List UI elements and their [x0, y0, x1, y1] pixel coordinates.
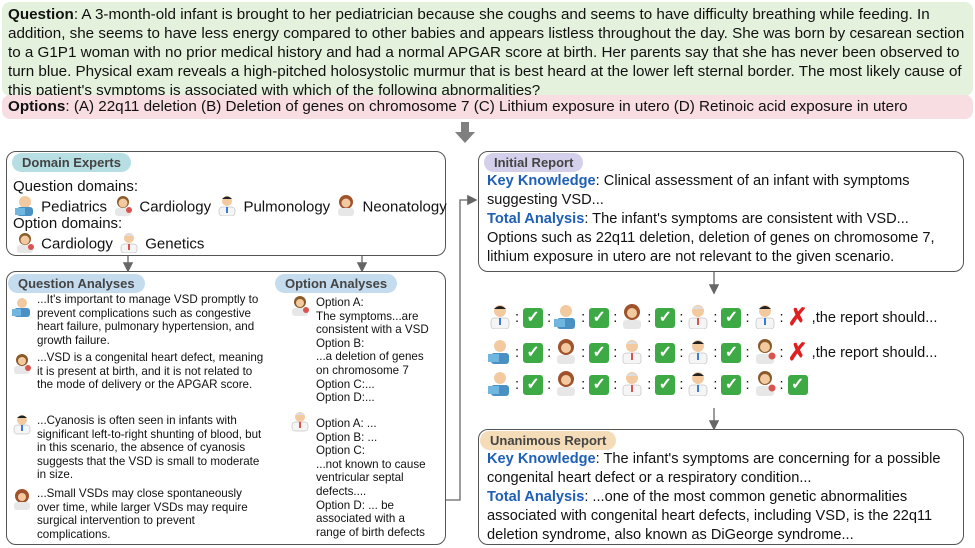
oa1-line: Option B: — [316, 337, 446, 351]
domain-experts-tag: Domain Experts — [12, 153, 131, 172]
question-analysis-4: ...Small VSDs may close spontaneously ov… — [37, 487, 267, 541]
check-icon: ✓ — [589, 308, 609, 328]
genetics-expert-icon — [289, 410, 311, 432]
unanimous-report-text: Key Knowledge: The infant's symptoms are… — [487, 450, 957, 545]
oa1-line: The symptoms...are — [316, 310, 446, 324]
question-analysis-1: ...It's important to manage VSD promptly… — [37, 293, 259, 347]
cardiology-expert-icon — [289, 295, 311, 317]
oa2-line: Option C: — [316, 444, 446, 458]
option-analysis-block-2: Option A: ... Option B: ... Option C: ..… — [316, 417, 446, 539]
oa2-line: ventricular septal — [316, 471, 446, 485]
check-icon: ✓ — [721, 375, 741, 395]
cardiology-expert-icon — [13, 231, 37, 258]
domain-pediatrics: Pediatrics — [41, 198, 107, 215]
oa1-line: consistent with a VSD — [316, 323, 446, 337]
check-icon: ✓ — [523, 343, 543, 363]
vote-row-2: :✓: :✓: :✓: :✓: :✗ ,the report should... — [487, 338, 937, 368]
genetics-expert-icon — [619, 370, 645, 400]
question-analysis-3: ...Cyanosis is often seen in infants wit… — [37, 414, 267, 482]
check-icon: ✓ — [788, 375, 808, 395]
neonatology-expert-icon — [553, 370, 579, 400]
vote-row-1: :✓: :✓: :✓: :✓: :✗ ,the report should... — [487, 303, 937, 333]
neonatology-expert-icon — [334, 194, 358, 221]
cardiology-expert-icon — [752, 338, 778, 368]
vote-row-1-suffix: ,the report should... — [812, 310, 938, 326]
oa2-line: associated with a — [316, 512, 446, 526]
check-icon: ✓ — [721, 308, 741, 328]
oa1-line: Option A: — [316, 296, 446, 310]
pulmonology-expert-icon — [752, 303, 778, 333]
oa2-line: range of birth defects — [316, 526, 446, 540]
domain-pulmonology: Pulmonology — [243, 198, 330, 215]
oa1-line: Option C:... — [316, 378, 446, 392]
pediatrics-expert-icon — [487, 370, 513, 400]
domain-cardiology-option: Cardiology — [41, 235, 113, 252]
check-icon: ✓ — [655, 343, 675, 363]
pulmonology-expert-icon — [685, 370, 711, 400]
check-icon: ✓ — [523, 375, 543, 395]
pediatrics-expert-icon — [553, 303, 579, 333]
oa1-line: Option D:... — [316, 391, 446, 405]
check-icon: ✓ — [655, 375, 675, 395]
oa2-line: Option A: ... — [316, 417, 446, 431]
pulmonology-expert-icon — [685, 338, 711, 368]
check-icon: ✓ — [721, 343, 741, 363]
domain-genetics: Genetics — [145, 235, 204, 252]
check-icon: ✓ — [589, 343, 609, 363]
cross-icon: ✗ — [788, 308, 808, 328]
neonatology-expert-icon — [11, 488, 33, 510]
pediatrics-expert-icon — [487, 338, 513, 368]
option-analysis-block-1: Option A: The symptoms...are consistent … — [316, 296, 446, 405]
check-icon: ✓ — [655, 308, 675, 328]
option-analyses-tag: Option Analyses — [275, 274, 397, 293]
question-analyses-tag: Question Analyses — [8, 274, 145, 293]
cardiology-expert-icon — [752, 370, 778, 400]
genetics-expert-icon — [619, 338, 645, 368]
vote-row-2-suffix: ,the report should... — [812, 345, 938, 361]
unanimous-ta-label: Total Analysis — [487, 489, 584, 505]
pulmonology-expert-icon — [487, 303, 513, 333]
initial-report-text: Key Knowledge: Clinical assessment of an… — [487, 172, 957, 267]
domain-cardiology: Cardiology — [139, 198, 211, 215]
initial-report-tag: Initial Report — [484, 153, 583, 172]
domain-neonatology: Neonatology — [363, 198, 447, 215]
unanimous-kk-label: Key Knowledge — [487, 451, 596, 467]
initial-kk-label: Key Knowledge — [487, 173, 596, 189]
oa2-line: Option B: ... — [316, 431, 446, 445]
oa2-line: Option D: ... be — [316, 499, 446, 513]
initial-ta-label: Total Analysis — [487, 211, 584, 227]
option-domains-row: Cardiology Genetics — [13, 231, 204, 258]
pulmonology-expert-icon — [11, 413, 33, 435]
oa1-line: ...a deletion of genes — [316, 350, 446, 364]
question-analysis-2: ...VSD is a congenital heart defect, mea… — [37, 351, 267, 392]
oa2-line: ...not known to cause — [316, 458, 446, 472]
check-icon: ✓ — [523, 308, 543, 328]
cardiology-expert-icon — [11, 353, 33, 375]
genetics-expert-icon — [685, 303, 711, 333]
pulmonology-expert-icon — [215, 194, 239, 221]
pediatrics-expert-icon — [11, 296, 33, 318]
check-icon: ✓ — [589, 375, 609, 395]
unanimous-report-tag: Unanimous Report — [480, 431, 616, 450]
neonatology-expert-icon — [553, 338, 579, 368]
genetics-expert-icon — [117, 231, 141, 258]
neonatology-expert-icon — [619, 303, 645, 333]
oa1-line: on chromosome 7 — [316, 364, 446, 378]
cross-icon: ✗ — [788, 343, 808, 363]
vote-row-3: :✓: :✓: :✓: :✓: :✓ — [487, 370, 810, 400]
oa2-line: defects.... — [316, 485, 446, 499]
